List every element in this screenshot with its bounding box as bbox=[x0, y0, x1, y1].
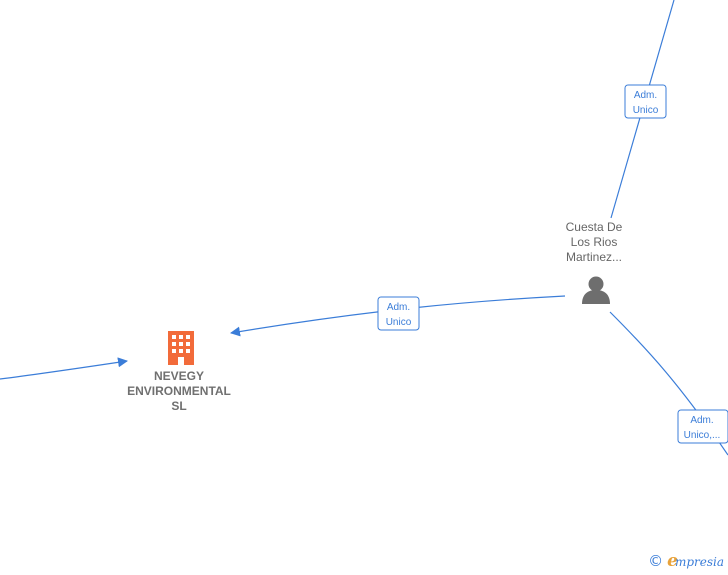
company-name-line: SL bbox=[171, 399, 187, 413]
person-name-line: Cuesta De bbox=[565, 220, 623, 234]
edge-label-person-to-bottom-right[interactable]: Adm. Unico,... bbox=[677, 409, 728, 444]
brand-rest: mpresia bbox=[674, 555, 724, 569]
building-icon[interactable] bbox=[168, 331, 194, 365]
company-node-label[interactable]: NEVEGY ENVIRONMENTAL SL bbox=[118, 369, 240, 414]
person-name-line: Los Rios bbox=[570, 235, 618, 249]
person-icon[interactable] bbox=[582, 276, 610, 305]
company-name-line: ENVIRONMENTAL bbox=[127, 384, 231, 398]
edge-label-line: Unico bbox=[633, 105, 659, 116]
edge-label-line: Adm. bbox=[634, 90, 657, 101]
brand-first-letter: e bbox=[667, 551, 678, 571]
edge-label-top-to-person[interactable]: Adm. Unico bbox=[624, 84, 667, 119]
person-node-label[interactable]: Cuesta De Los Rios Martinez... bbox=[552, 220, 636, 265]
edge-label-line: Adm. bbox=[690, 415, 713, 426]
edge-label-line: Adm. bbox=[387, 302, 410, 313]
company-name-line: NEVEGY bbox=[153, 369, 204, 383]
copyright-icon: © bbox=[648, 552, 664, 570]
empresia-logo: empresia bbox=[667, 551, 724, 571]
edge-label-line: Unico bbox=[386, 317, 412, 328]
person-name-line: Martinez... bbox=[565, 250, 622, 264]
edge-label-line: Unico,... bbox=[684, 430, 721, 441]
edge-line-offscreen-left-to-company bbox=[0, 357, 128, 380]
edge-label-person-to-company[interactable]: Adm. Unico bbox=[377, 296, 420, 331]
empresia-watermark[interactable]: © empresia bbox=[648, 551, 724, 571]
